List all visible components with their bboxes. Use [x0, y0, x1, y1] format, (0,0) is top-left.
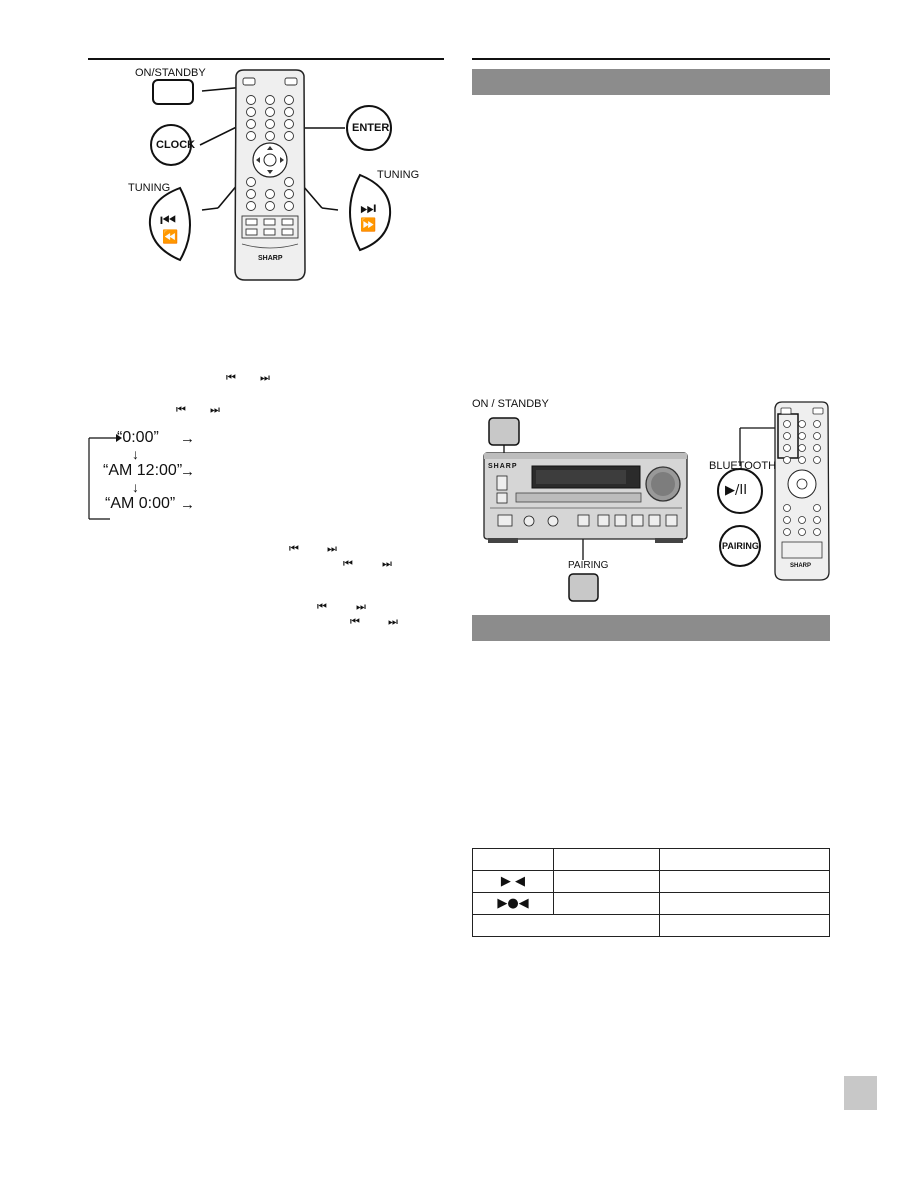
- table-cell: [472, 848, 554, 871]
- table-cell: ▶●◀: [472, 892, 554, 915]
- remote-control-illustration: [148, 69, 392, 281]
- next-icon-2: ⏭: [210, 403, 220, 416]
- next-icon-1: ⏭: [260, 371, 270, 384]
- next-icon-5: ⏭: [356, 600, 366, 613]
- prev-icon-2: ⏮: [176, 403, 186, 416]
- table-row: ▶●◀: [472, 892, 830, 915]
- on-standby-unit-label: ON / STANDBY: [472, 398, 549, 410]
- unit-and-remote-illustration: [483, 401, 830, 602]
- table-cell: [659, 914, 830, 937]
- skip-back-icon: ⏮: [160, 210, 177, 231]
- cycle-right-arrow-1: →: [180, 463, 195, 480]
- clock-button-label: CLOCK: [156, 139, 196, 151]
- cycle-loop-arrow: [88, 434, 122, 520]
- prev-icon-5: ⏮: [317, 600, 327, 613]
- cycle-right-arrow-2: →: [180, 496, 195, 513]
- top-rule-left: [88, 58, 444, 60]
- pairing-unit-label: PAIRING: [568, 560, 609, 571]
- indicator-table: ▶ ◀ ▶●◀: [472, 848, 830, 937]
- prev-icon-1: ⏮: [226, 371, 236, 384]
- pairing-remote-button-label: PAIRING: [722, 541, 759, 551]
- bluetooth-label: BLUETOOTH: [709, 460, 777, 472]
- table-row: [472, 848, 830, 871]
- prev-icon-6: ⏮: [350, 615, 360, 628]
- tuning-right-label: TUNING: [377, 169, 420, 181]
- table-row: ▶ ◀: [472, 870, 830, 893]
- prev-icon-4: ⏮: [343, 557, 353, 570]
- section-bar-1: [472, 69, 830, 95]
- on-standby-callout-label: ON/STANDBY: [135, 67, 206, 79]
- table-cell: ▶ ◀: [472, 870, 554, 893]
- fast-forward-icon: ⏩: [360, 218, 377, 233]
- enter-button-label: ENTER: [352, 122, 390, 134]
- next-icon-3: ⏭: [327, 542, 337, 555]
- table-cell: [553, 848, 660, 871]
- cycle-down-arrow-2: ↓: [132, 479, 139, 495]
- section-bar-2: [472, 615, 830, 641]
- table-cell: [659, 848, 830, 871]
- skip-forward-icon: ⏭: [360, 198, 377, 219]
- play-pause-button-label: ▶/II: [725, 483, 748, 498]
- remote-brand-right: SHARP: [790, 563, 812, 569]
- tuning-left-label: TUNING: [128, 182, 171, 194]
- cycle-down-arrow-1: ↓: [132, 446, 139, 462]
- page-tab: [844, 1076, 877, 1110]
- table-cell: [659, 892, 830, 915]
- cycle-item-2: “AM 0:00”: [105, 495, 176, 512]
- next-icon-6: ⏭: [388, 615, 398, 628]
- table-cell: [659, 870, 830, 893]
- table-cell: [553, 870, 660, 893]
- table-cell: [472, 914, 660, 937]
- table-row: [472, 914, 830, 937]
- cycle-right-arrow-0: →: [180, 430, 195, 447]
- rewind-icon: ⏪: [162, 230, 179, 245]
- cycle-item-0: “0:00”: [117, 429, 159, 446]
- unit-brand-label: SHARP: [488, 463, 518, 470]
- remote-brand-left: SHARP: [258, 255, 283, 262]
- cycle-item-1: “AM 12:00”: [103, 462, 183, 479]
- prev-icon-3: ⏮: [289, 542, 299, 555]
- table-cell: [553, 892, 660, 915]
- next-icon-4: ⏭: [382, 557, 392, 570]
- top-rule-right: [472, 58, 830, 60]
